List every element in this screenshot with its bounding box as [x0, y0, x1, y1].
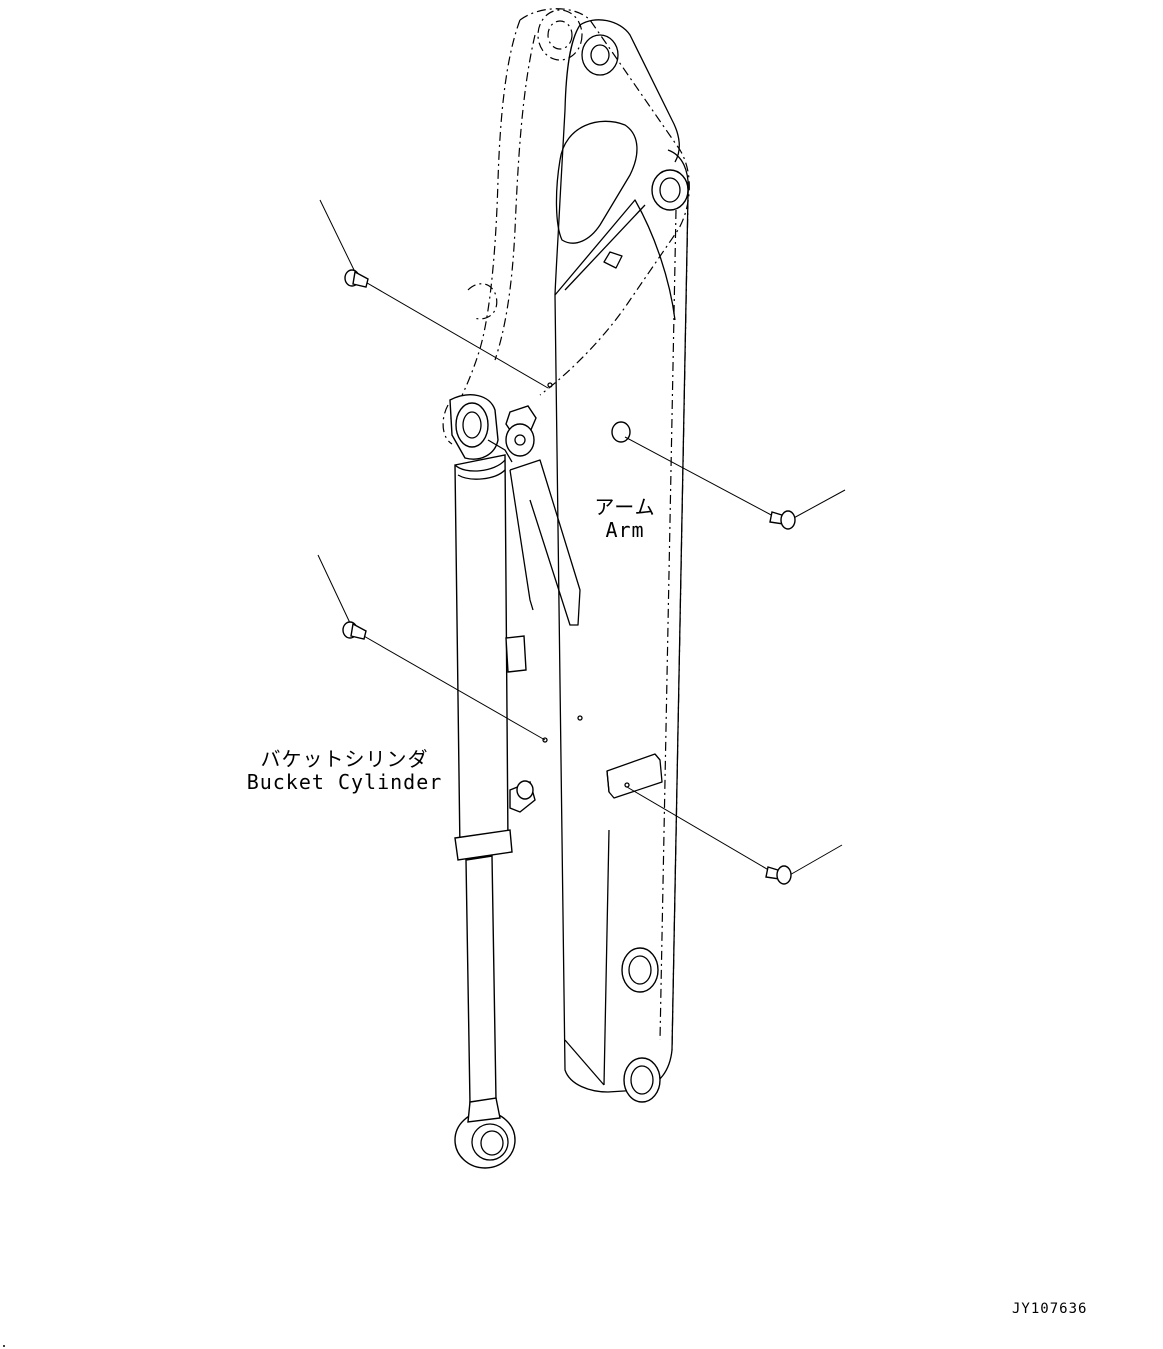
grease-fitting-icon	[765, 865, 792, 885]
grease-fitting-1	[319, 199, 549, 389]
grease-fitting-3	[624, 436, 846, 530]
grease-fitting-4	[626, 786, 843, 885]
drawing-id: JY107636	[1012, 1301, 1088, 1317]
boom-phantom-outline	[442, 8, 690, 445]
arm-label-en: Arm	[605, 518, 645, 542]
corner-mark	[3, 1345, 5, 1347]
grease-fitting-icon	[344, 269, 369, 288]
arm-label-jp: アーム	[594, 495, 656, 519]
arm-body	[509, 19, 689, 1103]
grease-fitting-icon	[342, 621, 367, 640]
bucket-cylinder	[449, 394, 537, 1169]
arm-label: アーム Arm	[585, 496, 665, 542]
grease-fitting-icon	[769, 510, 796, 530]
bucket-cylinder-label-en: Bucket Cylinder	[246, 770, 443, 794]
grease-fitting-2	[317, 554, 546, 741]
bucket-cylinder-label-jp: バケットシリンダ	[260, 747, 429, 771]
bucket-cylinder-label: バケットシリンダ Bucket Cylinder	[242, 748, 447, 794]
